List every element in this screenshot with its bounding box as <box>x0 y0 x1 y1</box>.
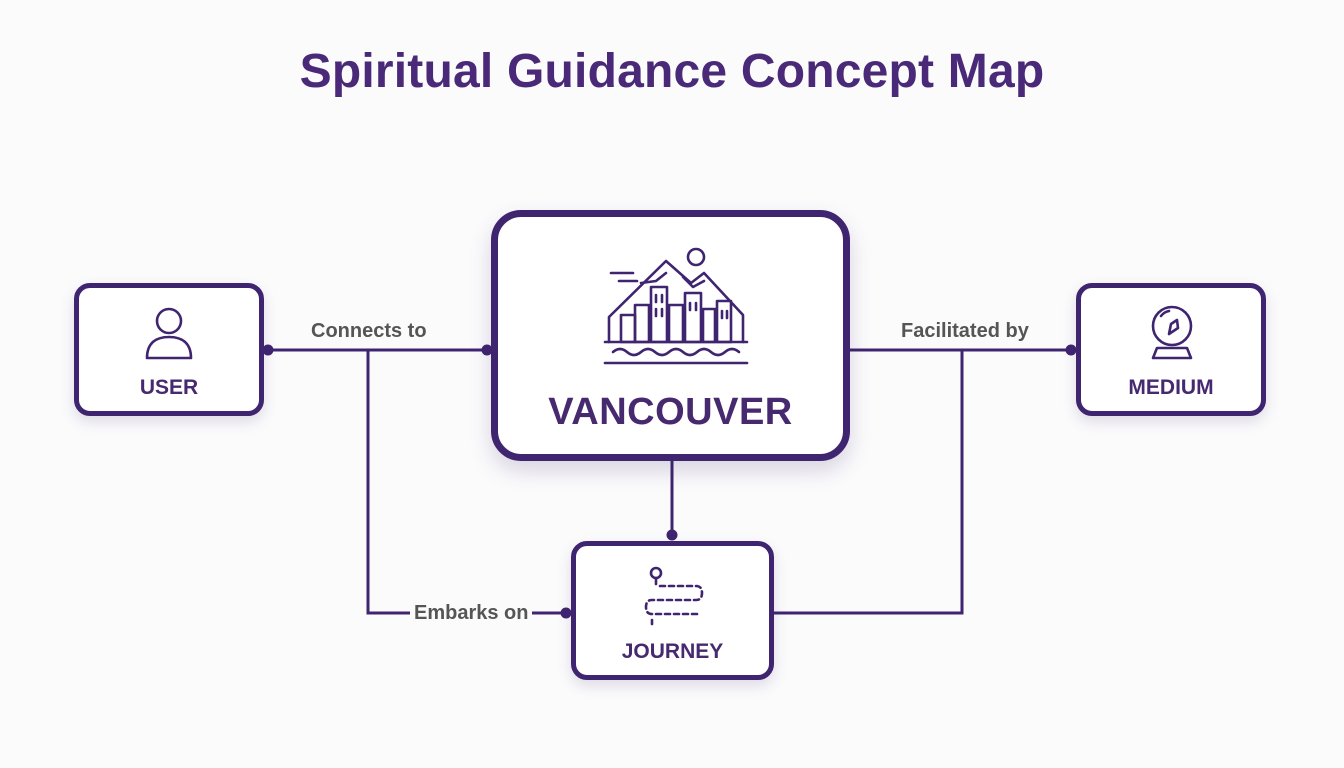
node-label: USER <box>139 376 199 399</box>
edge-label-connects-to: Connects to <box>307 320 431 343</box>
node-label: JOURNEY <box>621 640 724 663</box>
edge-endpoint-dot <box>481 344 493 356</box>
node-label: VANCOUVER <box>548 391 793 433</box>
edge-label-embarks-on: Embarks on <box>410 602 533 625</box>
person-icon <box>145 307 193 360</box>
city-skyline-icon <box>603 247 749 365</box>
edge-endpoint-dot <box>1065 344 1077 356</box>
node-vancouver: VANCOUVER <box>491 210 850 461</box>
page-title: Spiritual Guidance Concept Map <box>299 45 1045 98</box>
edge-label-facilitated-by: Facilitated by <box>897 320 1033 343</box>
node-user: USER <box>74 283 264 416</box>
edge-endpoint-dot <box>666 529 678 541</box>
crystal-ball-icon <box>1151 305 1193 360</box>
edge-endpoint-dot <box>560 607 572 619</box>
node-journey: JOURNEY <box>571 541 774 680</box>
edge-journey-medium <box>774 350 964 615</box>
node-label: MEDIUM <box>1128 376 1214 399</box>
path-route-icon <box>644 566 704 629</box>
edge-endpoint-dot <box>262 344 274 356</box>
node-medium: MEDIUM <box>1076 283 1266 416</box>
